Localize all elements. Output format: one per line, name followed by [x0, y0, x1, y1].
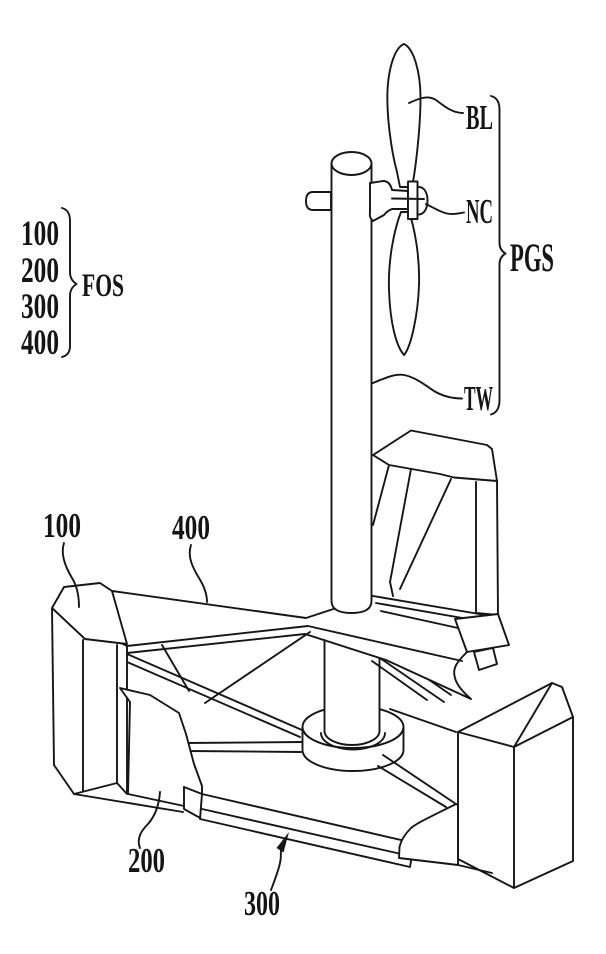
svg-text:100: 100 [21, 213, 59, 253]
svg-text:300: 300 [21, 286, 59, 326]
svg-text:BL: BL [466, 98, 493, 137]
svg-text:TW: TW [464, 379, 493, 418]
svg-text:NC: NC [466, 192, 493, 231]
svg-text:400: 400 [21, 322, 59, 362]
svg-text:PGS: PGS [510, 235, 554, 280]
svg-text:300: 300 [244, 884, 280, 923]
svg-text:200: 200 [21, 250, 59, 290]
svg-text:200: 200 [128, 841, 165, 880]
svg-text:FOS: FOS [82, 268, 124, 304]
svg-text:400: 400 [172, 508, 210, 547]
svg-text:100: 100 [43, 506, 81, 545]
